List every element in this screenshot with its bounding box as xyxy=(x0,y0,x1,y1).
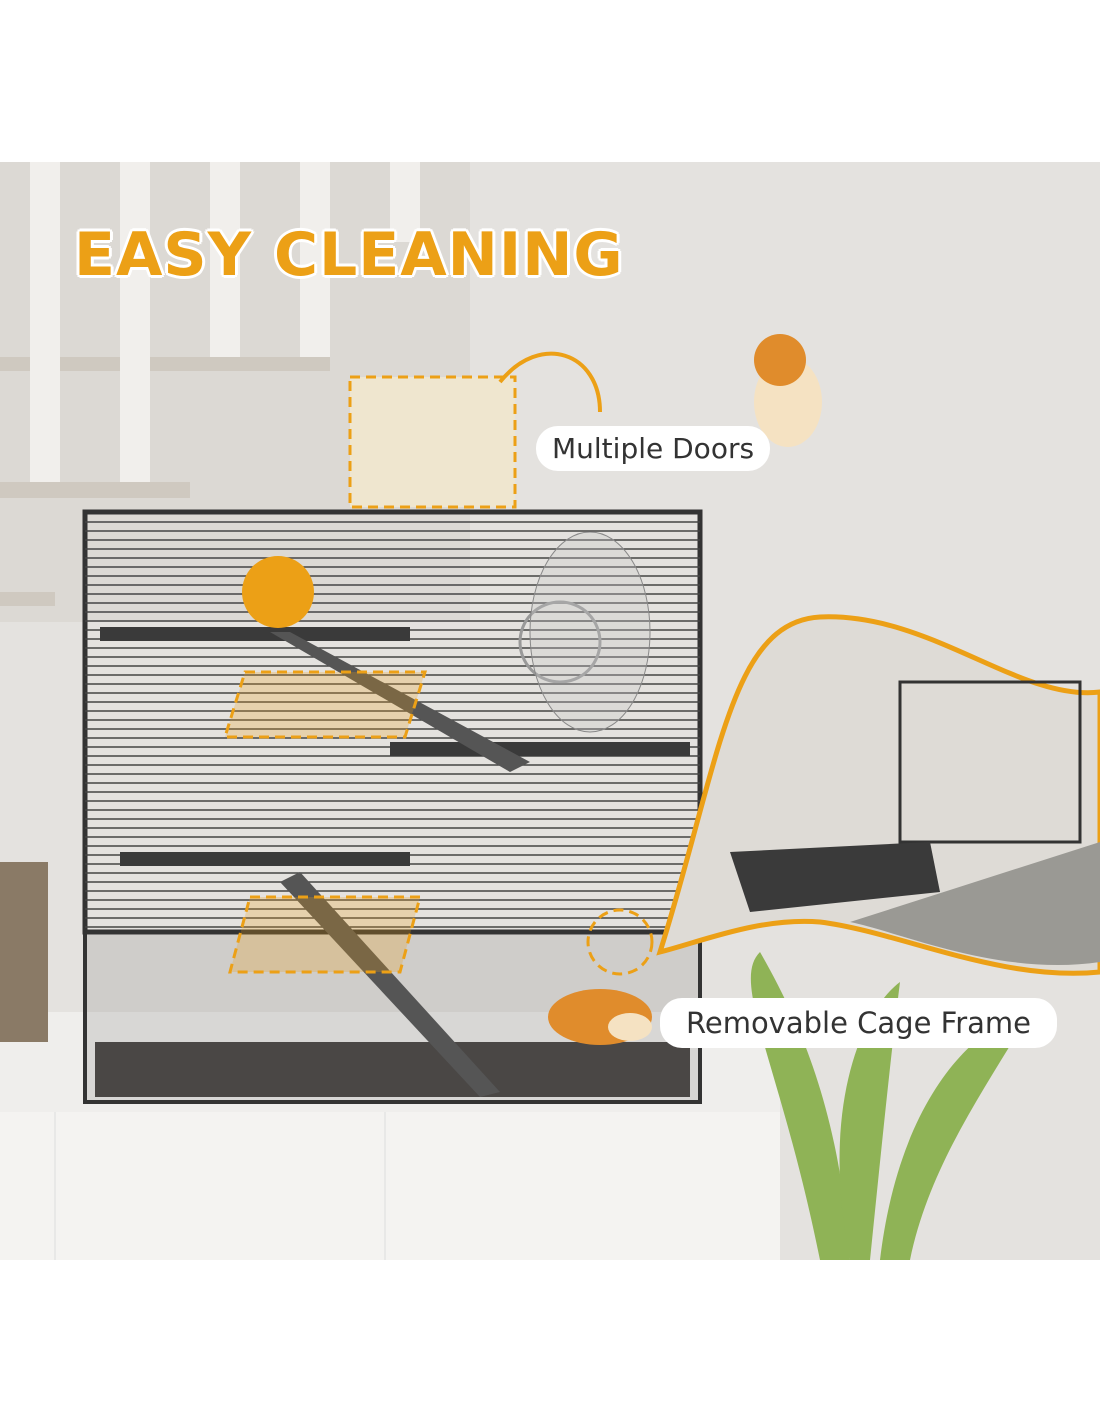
headline: EASY CLEANING xyxy=(73,219,624,291)
callout-removable-cage-frame: Removable Cage Frame xyxy=(660,998,1057,1048)
cage xyxy=(82,351,703,1104)
callout-multiple-doors: Multiple Doors xyxy=(536,426,771,471)
scene-illustration xyxy=(0,162,1100,1260)
product-photo: EASY CLEANING Multiple Doors Removable C… xyxy=(0,162,1100,1260)
inset-detail xyxy=(656,614,1100,976)
sleeping-hamster-icon xyxy=(548,989,652,1045)
hamster-icon xyxy=(754,334,822,447)
